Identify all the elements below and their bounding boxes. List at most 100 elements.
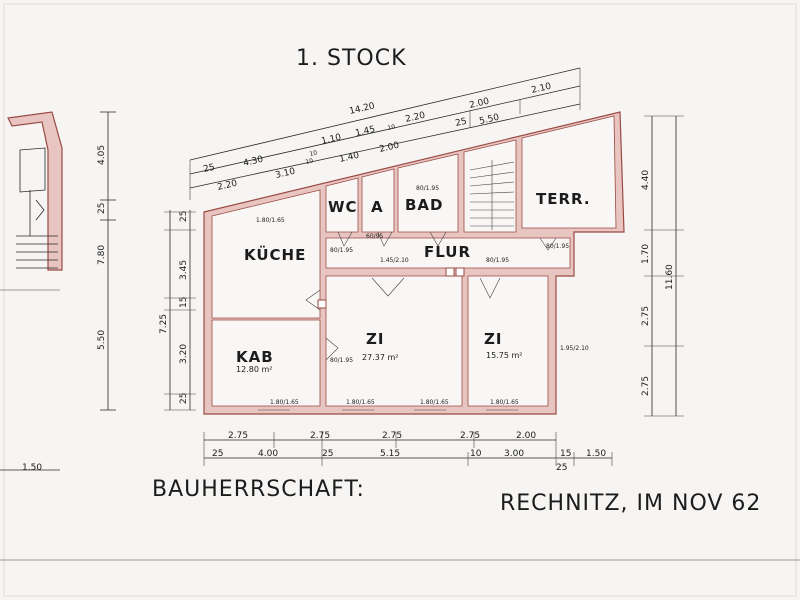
opening-label: 1.80/1.65 xyxy=(270,399,299,406)
room-label-kab: KAB xyxy=(236,348,274,366)
dim-top: 1.40 xyxy=(338,151,360,165)
owner-label: BAUHERRSCHAFT: xyxy=(152,477,365,502)
chimney xyxy=(317,299,327,309)
dim-top: 10 xyxy=(305,157,314,166)
chimney xyxy=(445,267,455,277)
room-bad xyxy=(397,153,459,233)
room-label-terr: TERR. xyxy=(536,190,591,208)
side-elevation-drawing xyxy=(0,111,63,291)
dim-top: 2.00 xyxy=(468,97,490,111)
room-zi-left xyxy=(325,275,463,407)
room-zi-right xyxy=(467,275,549,407)
floor-plan xyxy=(203,111,625,415)
dim-top: 10 xyxy=(309,149,318,158)
dim-top: 2.00 xyxy=(378,141,400,155)
dim-top: 2.10 xyxy=(530,82,552,96)
opening-label: 60/95 xyxy=(366,233,383,240)
room-area-zi-right: 15.75 m² xyxy=(486,351,522,360)
dim-left: 3.20 xyxy=(179,344,189,364)
opening-label: 1.80/1.65 xyxy=(346,399,375,406)
dim-right: 2.75 xyxy=(641,376,651,396)
dim-bottom: 25 xyxy=(556,463,567,473)
dim-bottom: 2.75 xyxy=(460,431,480,441)
left-dimension-lines xyxy=(164,210,196,411)
dim-top: 14.20 xyxy=(348,101,376,117)
side-window xyxy=(19,147,46,193)
dim-side: 5.50 xyxy=(97,330,107,350)
room-label-kueche: KÜCHE xyxy=(244,245,306,264)
room-a xyxy=(361,168,395,233)
room-kab xyxy=(211,319,321,407)
dim-right: 1.70 xyxy=(641,244,651,264)
opening-label: 1.80/1.65 xyxy=(490,399,519,406)
top-dimension-lines xyxy=(189,67,581,200)
room-label-wc: WC xyxy=(328,198,358,216)
dim-top: 2.20 xyxy=(404,111,426,125)
sheet-border xyxy=(3,3,797,597)
dim-top: 10 xyxy=(387,123,396,132)
opening-label: 1.80/1.65 xyxy=(420,399,449,406)
room-label-flur: FLUR xyxy=(424,243,471,261)
room-label-a: A xyxy=(371,198,384,216)
right-dimension-lines xyxy=(644,115,684,417)
dim-bottom: 2.00 xyxy=(516,431,536,441)
dim-side: 25 xyxy=(97,203,107,214)
side-stair-arrow xyxy=(29,190,45,236)
dim-bottom: 2.75 xyxy=(228,431,248,441)
dim-top: 25 xyxy=(202,163,215,175)
dim-side: 1.50 xyxy=(22,463,42,473)
dim-bottom: 3.00 xyxy=(504,449,524,459)
room-label-zi-left: ZI xyxy=(366,330,384,348)
bottom-dimension-lines xyxy=(203,432,613,466)
dim-top: 1.45 xyxy=(354,125,376,139)
dim-bottom: 10 xyxy=(470,449,482,459)
dim-top: 25 xyxy=(454,117,467,129)
dim-bottom: 1.50 xyxy=(586,449,606,459)
opening-label: 1.95/2.10 xyxy=(560,345,589,352)
room-area-zi-left: 27.37 m² xyxy=(362,353,398,362)
dim-bottom: 4.00 xyxy=(258,449,278,459)
sheet-title: 1. STOCK xyxy=(296,46,407,71)
dim-top: 4.30 xyxy=(242,155,264,169)
dim-left: 3.45 xyxy=(179,260,189,280)
opening-label: 80/1.95 xyxy=(486,257,509,264)
room-wc xyxy=(325,177,359,233)
dim-right: 11.60 xyxy=(665,264,675,290)
dim-bottom: 15 xyxy=(560,449,571,459)
dim-side: 4.05 xyxy=(97,145,107,165)
dim-top: 1.10 xyxy=(320,133,342,147)
place-date-label: RECHNITZ, IM NOV 62 xyxy=(500,491,761,516)
stairwell xyxy=(463,139,517,233)
opening-label: 1.80/1.65 xyxy=(256,217,285,224)
opening-label: 80/1.95 xyxy=(416,185,439,192)
dim-left: 15 xyxy=(179,297,189,308)
dim-left: 25 xyxy=(179,211,189,222)
opening-label: 80/1.95 xyxy=(330,247,353,254)
side-stairs xyxy=(16,235,58,269)
dim-left: 7.25 xyxy=(159,314,169,334)
dim-right: 2.75 xyxy=(641,306,651,326)
chimney xyxy=(455,267,465,277)
stair-treads xyxy=(469,160,515,230)
side-wall xyxy=(7,111,63,271)
dim-bottom: 25 xyxy=(322,449,333,459)
dim-top: 3.10 xyxy=(274,167,296,181)
room-kueche xyxy=(211,189,321,319)
room-label-zi-right: ZI xyxy=(484,330,502,348)
side-dimension-line: 4.05 25 7.80 5.50 1.50 xyxy=(0,111,116,473)
opening-label: 80/1.95 xyxy=(546,243,569,250)
room-flur xyxy=(325,237,571,269)
room-area-kab: 12.80 m² xyxy=(236,365,272,374)
dim-bottom: 2.75 xyxy=(310,431,330,441)
opening-label: 1.45/2.10 xyxy=(380,257,409,264)
dim-top: 2.20 xyxy=(216,179,238,193)
room-terr xyxy=(521,115,617,229)
dim-bottom: 25 xyxy=(212,449,223,459)
dim-side: 7.80 xyxy=(97,245,107,265)
dim-top: 5.50 xyxy=(478,113,500,127)
dim-bottom: 5.15 xyxy=(380,449,400,459)
room-label-bad: BAD xyxy=(405,196,444,214)
dim-left: 25 xyxy=(179,393,189,404)
